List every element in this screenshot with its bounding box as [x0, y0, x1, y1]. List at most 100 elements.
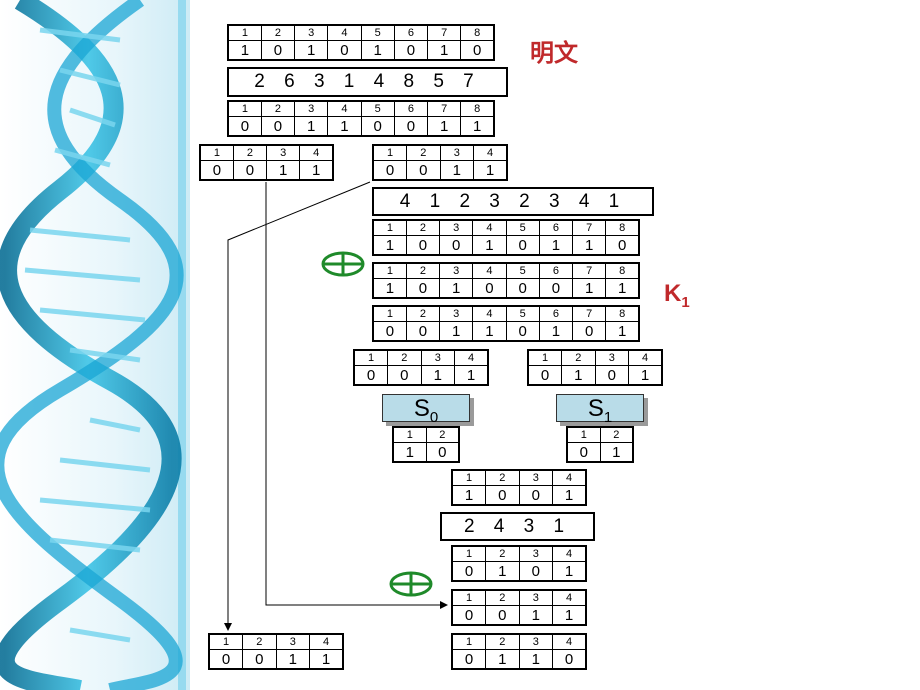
bit-value-cell: 0 — [485, 605, 520, 626]
ip-permutation: 2 6 3 1 4 8 5 7 — [227, 67, 508, 97]
bit-index-cell: 4 — [327, 100, 362, 117]
bit-value-cell: 0 — [406, 160, 441, 181]
bit-index-cell: 1 — [227, 24, 262, 41]
p4-permutation: 2 4 3 1 — [440, 512, 595, 541]
bit-value-cell: 1 — [293, 116, 329, 137]
bit-value-cell: 0 — [518, 561, 553, 582]
bit-value-cell: 0 — [372, 321, 407, 342]
bit-index-cell: 3 — [420, 349, 455, 366]
bit-index-cell: 3 — [594, 349, 629, 366]
bit-value-cell: 1 — [426, 40, 462, 61]
bit-index-cell: 2 — [232, 144, 268, 161]
bit-index-cell: 1 — [199, 144, 234, 161]
bit-value-cell: 1 — [472, 321, 507, 342]
bit-index-cell: 2 — [485, 633, 520, 650]
bit-value-cell: 0 — [405, 321, 441, 342]
bit-value-cell: 1 — [420, 365, 455, 386]
bit-value-cell: 1 — [561, 365, 596, 386]
bit-value-cell: 1 — [552, 605, 587, 626]
bit-value-cell: 1 — [485, 649, 520, 670]
bit-value-cell: 1 — [473, 160, 508, 181]
bit-value-cell: 1 — [485, 561, 520, 582]
bit-index-cell: 3 — [518, 633, 553, 650]
ep-permutation: 4 1 2 3 2 3 4 1 — [372, 187, 654, 216]
bit-value-cell: 1 — [426, 116, 462, 137]
bit-value-cell: 0 — [527, 365, 562, 386]
bit-index-cell: 2 — [485, 469, 520, 486]
bit-index-cell: 4 — [472, 262, 507, 279]
bit-value-cell: 0 — [227, 116, 262, 137]
bit-index-cell: 1 — [372, 144, 407, 161]
plaintext-label: 明文 — [530, 39, 578, 67]
bit-index-cell: 1 — [566, 426, 601, 443]
bit-index-cell: 1 — [451, 469, 486, 486]
bit-index-cell: 4 — [473, 144, 508, 161]
bit-value-cell: 0 — [405, 278, 441, 299]
bit-value-cell: 0 — [327, 40, 362, 61]
bit-value-cell: 0 — [460, 40, 495, 61]
bit-index-cell: 1 — [227, 100, 262, 117]
bit-value-cell: 0 — [472, 278, 507, 299]
bit-index-cell: 5 — [505, 305, 540, 322]
bit-value-cell: 1 — [438, 278, 474, 299]
bit-index-cell: 4 — [552, 589, 587, 606]
bit-value-cell: 0 — [199, 160, 234, 181]
bit-value-cell: 0 — [353, 365, 388, 386]
bit-value-cell: 0 — [566, 442, 601, 463]
bit-value-cell: 1 — [392, 442, 427, 463]
bit-value-cell: 1 — [275, 649, 310, 670]
bit-index-cell: 7 — [571, 219, 607, 236]
bit-index-cell: 8 — [605, 305, 640, 322]
bit-index-cell: 1 — [372, 262, 407, 279]
bit-index-cell: 8 — [605, 262, 640, 279]
bit-value-cell: 1 — [599, 442, 634, 463]
bit-index-cell: 1 — [353, 349, 388, 366]
bit-index-cell: 6 — [538, 219, 574, 236]
bit-index-cell: 2 — [599, 426, 634, 443]
bit-index-cell: 2 — [242, 633, 277, 650]
bit-index-cell: 2 — [485, 545, 520, 562]
dna-helix-image — [0, 0, 190, 690]
bit-value-cell: 0 — [425, 442, 460, 463]
bit-index-cell: 1 — [451, 633, 486, 650]
bit-value-cell: 1 — [299, 160, 334, 181]
bit-value-cell: 1 — [438, 321, 474, 342]
bit-index-cell: 2 — [405, 305, 441, 322]
bit-index-cell: 1 — [392, 426, 427, 443]
bit-index-cell: 3 — [518, 589, 553, 606]
bit-index-cell: 3 — [438, 305, 474, 322]
bit-index-cell: 1 — [451, 589, 486, 606]
bit-index-cell: 5 — [360, 24, 395, 41]
bit-value-cell: 1 — [265, 160, 301, 181]
bit-index-cell: 3 — [439, 144, 474, 161]
bit-value-cell: 0 — [405, 235, 441, 256]
bit-index-cell: 4 — [472, 305, 507, 322]
bit-index-cell: 6 — [393, 24, 429, 41]
bit-value-cell: 0 — [393, 116, 429, 137]
bit-value-cell: 0 — [451, 605, 486, 626]
xor-icon — [321, 251, 365, 277]
